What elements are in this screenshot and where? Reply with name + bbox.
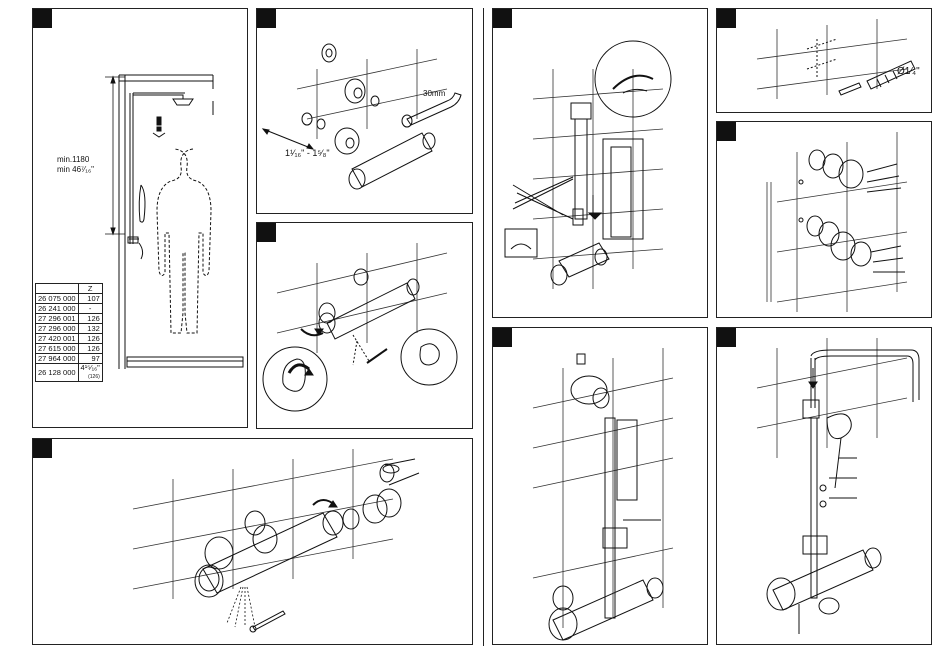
mount-rail-drawing: [493, 328, 707, 644]
panel-final-assembly: [716, 327, 932, 645]
panel-drill-holes: Ø1⁄₄": [716, 8, 932, 113]
panel-mount-eccentrics: 1¹⁄₁₆" - 1⁵⁄₈" 30mm: [256, 8, 473, 214]
height-label-inch: min 46⁷⁄₁₆": [57, 165, 94, 174]
table-row: 26 241 000-: [36, 304, 103, 314]
wall-brackets-drawing: [717, 122, 931, 317]
thermostat-check-drawing: [257, 223, 472, 428]
panel-mark-holes: [492, 8, 708, 318]
panel-thermostat-assembly: [32, 438, 473, 645]
height-label-mm: min.1180: [57, 155, 89, 164]
wrench-size-label: 30mm: [423, 89, 445, 98]
eccentric-distance-label: 1¹⁄₁₆" - 1⁵⁄₈": [285, 149, 330, 158]
mark-holes-drawing: [493, 9, 707, 317]
panel-wall-brackets: [716, 121, 932, 318]
panel-mount-rail: [492, 327, 708, 645]
thermostat-assembly-drawing: [33, 439, 472, 644]
table-header-z: Z: [78, 284, 102, 294]
table-header-row: Z: [36, 284, 103, 294]
panel-thermostat-check: [256, 222, 473, 429]
page-divider: [483, 8, 484, 646]
drill-holes-drawing: [717, 9, 931, 112]
drill-diameter-label: Ø1⁄₄": [897, 67, 920, 76]
eccentric-mounting-drawing: [257, 9, 472, 213]
final-assembly-drawing: [717, 328, 931, 644]
